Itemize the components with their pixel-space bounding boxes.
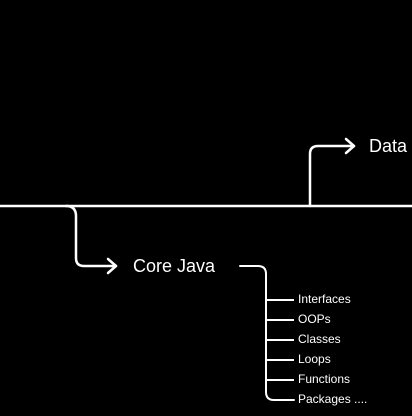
arrowhead-data-icon xyxy=(344,137,356,155)
topic-item: Classes xyxy=(298,332,341,346)
branch-to-core-java xyxy=(64,204,118,268)
node-data-label: Data xyxy=(369,136,408,156)
topic-item: Functions xyxy=(298,372,351,386)
topic-item: Packages .... xyxy=(298,392,368,406)
branch-to-data xyxy=(308,144,356,208)
arrowhead-core-java-icon xyxy=(106,257,118,275)
topic-bracket xyxy=(239,265,295,401)
topic-item: Loops xyxy=(298,352,331,366)
topic-item: Interfaces xyxy=(298,292,351,306)
node-core-java-label: Core Java xyxy=(133,256,216,276)
topic-item: OOPs xyxy=(298,312,331,326)
topic-ticks xyxy=(266,299,294,381)
